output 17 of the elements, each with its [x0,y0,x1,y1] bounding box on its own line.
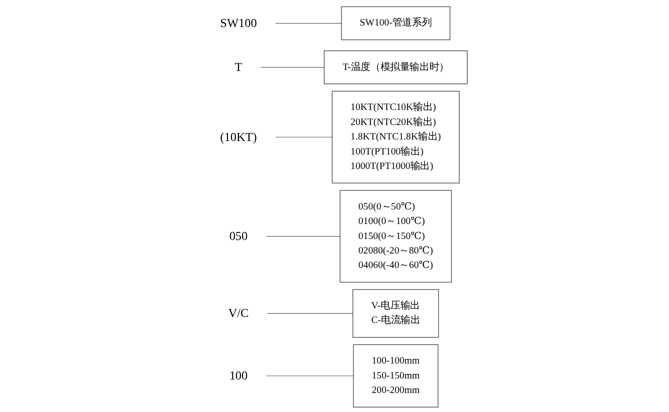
node-box: V-电压输出 C-电流输出 [352,289,439,338]
node-box: 100-100mm 150-150mm 200-200mm [353,344,438,408]
node-text: 050 [229,230,248,244]
node-box: 050(0～50℃) 0100(0～100℃) 0150(0～150℃) 02080(-20～80℃) 04060(-40～60℃) [340,190,452,283]
node-text: (10KT) [220,130,257,144]
connector [260,67,324,68]
node-text: 100 [229,369,248,383]
connector [274,22,342,24]
connector [274,136,332,138]
node-text: V/C [228,306,249,320]
node-box: 10KT(NTC10K输出) 20KT(NTC20K输出) 1.8KT(NTC1.8K输出) 100T(PT100输出) 1000T(PT1000输出) [332,90,460,184]
connector [266,236,340,237]
node-text: SW100 [220,16,257,30]
node-box: SW100-管道系列 [341,6,450,40]
node-text: T [234,60,242,74]
connector [266,313,354,314]
node-box: T-温度（模拟量输出时） [324,50,468,84]
